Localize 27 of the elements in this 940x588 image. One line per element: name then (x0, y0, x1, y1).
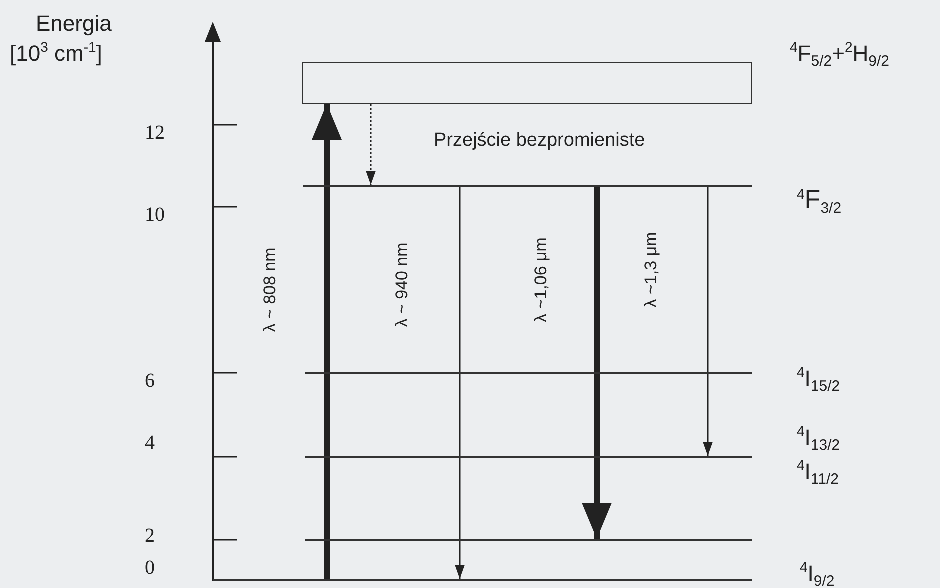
level-label: $^{4}$I$_{15/2}$ (797, 365, 840, 396)
tick-label: 10 (145, 204, 165, 226)
transition-arrow (312, 104, 342, 579)
axis-title: Energia (36, 12, 112, 36)
transition-arrow (582, 187, 612, 539)
annotation: Przejście bezpromieniste (434, 131, 646, 152)
level-label: $^{4}$I$_{13/2}$ (797, 424, 840, 454)
transition-arrow (703, 187, 713, 456)
energy-level-line (213, 579, 752, 581)
edge-label: λ ~1,3 μm (641, 230, 662, 310)
level-label: $^{4}$I$_{11/2}$ (797, 458, 840, 488)
energy-band (302, 62, 752, 104)
level-label: $^{4}$F$_{3/2}$ (797, 185, 842, 218)
transition-arrow (366, 104, 376, 185)
tick-label: 0 (145, 557, 155, 579)
tick-label: 4 (145, 432, 155, 454)
tick-label: 12 (145, 122, 165, 144)
energy-level-line (305, 456, 752, 458)
level-label: $^{4}$I$_{9/2}$ (800, 560, 835, 588)
tick-label: 6 (145, 370, 155, 392)
energy-level-line (305, 539, 752, 541)
transition-arrow (455, 187, 465, 579)
tick-label: 2 (145, 525, 155, 547)
axis-unit: [10$^{3}$ cm$^{-1}$] (10, 40, 102, 66)
energy-level-line (305, 372, 752, 374)
energy-level-line (303, 185, 752, 187)
level-label: $^{4}$F$_{5/2}$+$^{2}$H$_{9/2}$ (790, 40, 890, 70)
